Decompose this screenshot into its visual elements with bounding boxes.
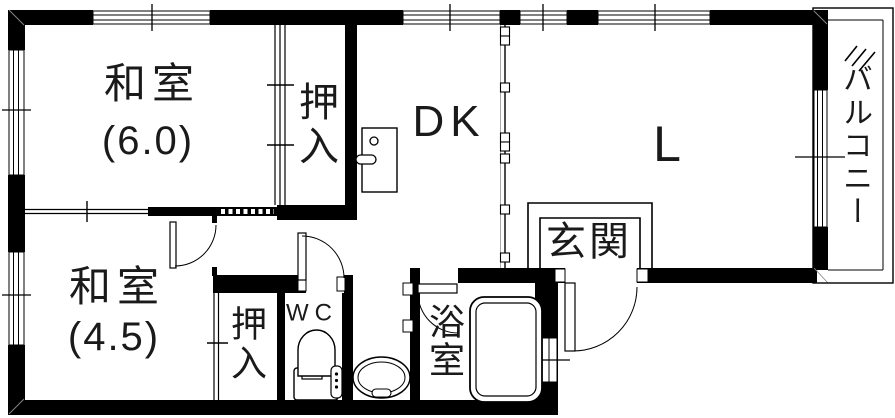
sliding-doors	[25, 25, 294, 400]
room-label-wc: WC	[286, 299, 338, 327]
window-washitsu6-left	[2, 49, 31, 176]
bathtub-fixture	[469, 296, 543, 403]
window-washitsu6-top	[92, 4, 211, 31]
fusuma-oshiire-bottom	[207, 280, 228, 400]
window-living-top-2	[597, 4, 711, 31]
window-washitsu45-left	[2, 251, 31, 346]
room-label-living: L	[653, 115, 681, 172]
room-label-washitsu45-size: (4.5)	[67, 315, 161, 359]
room-label-washitsu45-name: 和室	[68, 262, 166, 310]
room-label-genkan: 玄関	[546, 220, 632, 264]
window-dk-top	[402, 4, 501, 31]
door-swings	[169, 221, 638, 352]
window-living-top-1	[519, 4, 568, 31]
door-wc	[297, 232, 345, 281]
fusuma-oshiire-top	[267, 25, 294, 205]
balcony-outline	[812, 7, 894, 284]
door-jambs	[297, 268, 649, 333]
room-label-washitsu6-name: 和室	[103, 59, 201, 107]
room-label-oshiire-bottom: 押入	[226, 305, 267, 383]
partition-track-dk-living	[499, 25, 511, 268]
door-bathroom	[417, 283, 459, 334]
genkan-frame	[527, 202, 653, 268]
fusuma-between-washitsu	[25, 201, 148, 222]
window-balcony-door	[795, 89, 845, 228]
washbasin-fixture	[352, 356, 411, 399]
room-label-oshiire-top: 押入	[293, 81, 337, 169]
kitchen-fixture	[355, 127, 398, 193]
room-label-bathroom: 浴室	[424, 303, 465, 379]
windows	[2, 4, 845, 383]
wall-corner-miters	[8, 9, 829, 415]
toilet-fixture	[293, 329, 343, 401]
interior-walls	[148, 25, 420, 400]
room-label-balcony: バルコニー	[838, 63, 871, 229]
room-label-washitsu6-size: (6.0)	[101, 119, 195, 163]
door-washitsu45	[169, 221, 217, 269]
door-entrance	[564, 282, 638, 352]
room-label-dk: DK	[412, 96, 486, 146]
balcony-partition-hatch	[844, 45, 876, 72]
